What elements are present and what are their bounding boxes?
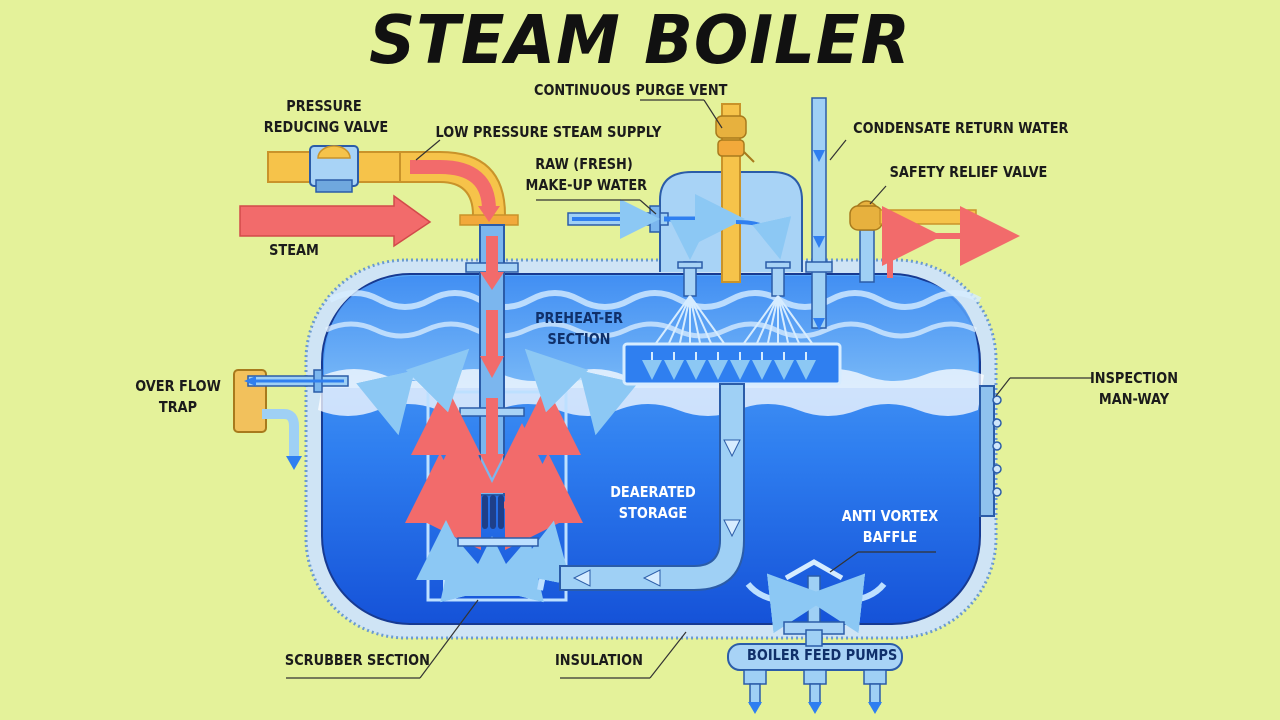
label-boiler-feed-pumps: BOILER FEED PUMPS: [747, 646, 898, 664]
label-continuous-purge-vent: CONTINUOUS PURGE VENT: [534, 81, 728, 99]
downcomer-flow-arrows: [572, 439, 741, 587]
steam-big-arrow: [239, 194, 432, 248]
label-insulation: INSULATION: [555, 651, 643, 669]
condensate-return-pipe: [811, 97, 827, 329]
inspection-manway: [979, 385, 995, 517]
scrubber-upflow-arrows: [416, 520, 572, 603]
anti-vortex-baffle: [745, 559, 887, 634]
purge-vent-valve: [715, 115, 755, 163]
label-steam: STEAM: [269, 241, 319, 259]
spray-nozzle-right: [741, 261, 815, 353]
steam-flow-arrowhead: [478, 206, 500, 222]
pressure-reducing-valve: [309, 145, 359, 193]
diagram-title: STEAM BOILER: [369, 2, 911, 80]
label-raw-makeup-water: RAW (FRESH) MAKE-UP WATER: [525, 155, 648, 194]
manway-bolts: [992, 395, 1002, 497]
overflow-trap: [233, 369, 349, 470]
surface-circulation-arrows: [356, 348, 638, 436]
boiler-feed-pumps: [727, 621, 903, 714]
tray-drip-arrows: [642, 352, 816, 380]
label-preheater-section: PREHEAT-ER SECTION: [535, 309, 623, 348]
leader-lines: [286, 99, 1092, 679]
label-low-pressure-steam-supply: LOW PRESSURE STEAM SUPPLY: [435, 123, 662, 141]
dome-flow-arrow: [669, 219, 710, 260]
steam-spread-arrows: [405, 385, 583, 550]
label-over-flow-trap: OVER FLOW TRAP: [135, 377, 221, 416]
label-pressure-reducing-valve: PRESSURE REDUCING VALVE: [263, 97, 389, 136]
label-inspection-man-way: INSPECTION MAN-WAY: [1090, 369, 1178, 408]
scrubber-nozzles: [482, 495, 504, 529]
label-anti-vortex-baffle: ANTI VORTEX BAFFLE: [841, 507, 939, 546]
steam-flow-arrow: [410, 160, 496, 211]
preheater-tray: [622, 342, 842, 386]
water-wave: [324, 321, 978, 339]
label-scrubber-section: SCRUBBER SECTION: [284, 651, 430, 669]
label-deaerated-storage: DEAERATED STORAGE: [610, 483, 696, 522]
condensate-flange: [805, 261, 833, 273]
scrubber-plate: [457, 537, 539, 547]
dome-flow-arrow: [735, 216, 792, 260]
water-wave: [328, 290, 982, 310]
relief-steam-arrow: [882, 206, 942, 278]
deaerated-downcomer: [559, 383, 745, 591]
label-condensate-return-water: CONDENSATE RETURN WATER: [853, 119, 1069, 137]
condensate-flow-arrows: [813, 150, 825, 330]
label-safety-relief-valve: SAFETY RELIEF VALVE: [889, 163, 1048, 181]
